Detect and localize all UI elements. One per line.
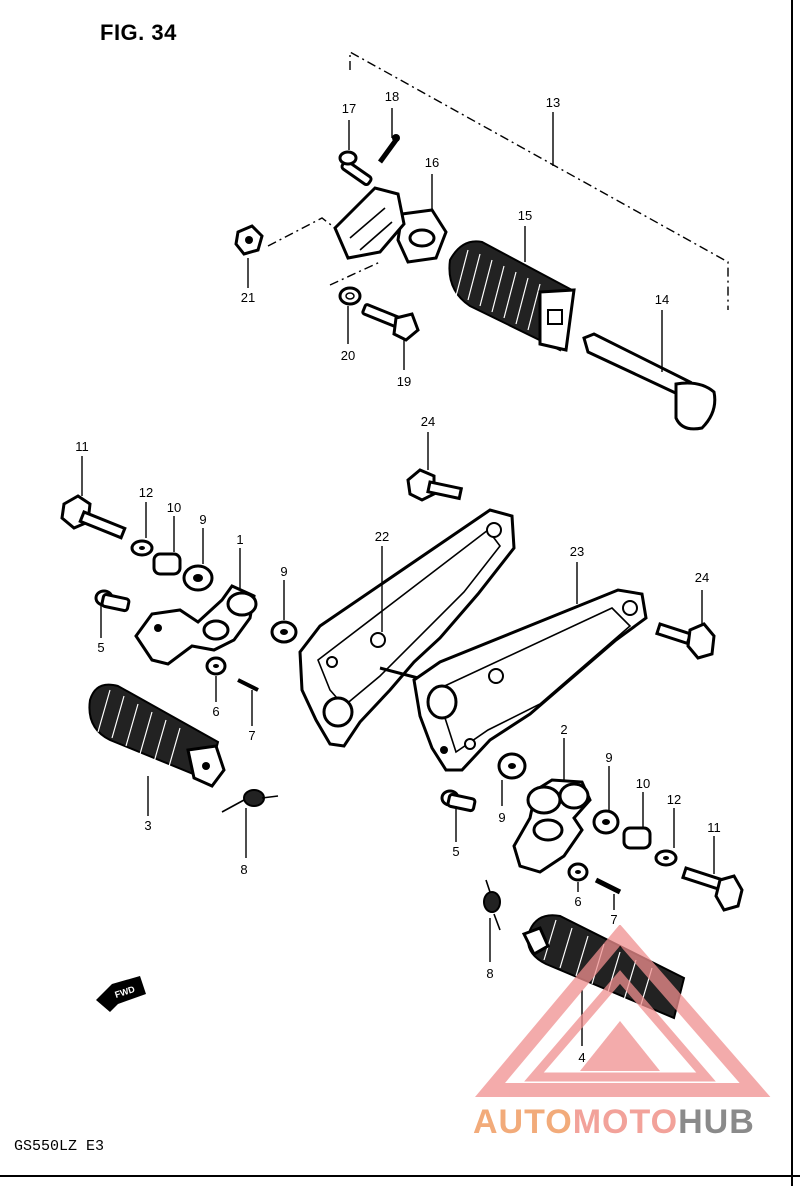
watermark-text: AUTOMOTOHUB bbox=[473, 1103, 755, 1142]
callout-10-right: 10 bbox=[636, 776, 650, 791]
part-20-washer bbox=[338, 286, 362, 306]
callout-9-right-1: 9 bbox=[498, 810, 505, 825]
callout-5-right: 5 bbox=[452, 844, 459, 859]
watermark-moto: MOTO bbox=[572, 1103, 679, 1141]
part-14-footrest-bar bbox=[582, 332, 717, 431]
part-5-pin-left bbox=[94, 589, 131, 613]
part-9-bush-left-2 bbox=[270, 620, 298, 644]
callout-13: 13 bbox=[546, 95, 560, 110]
callout-numbers: 17 18 16 13 15 14 21 20 19 24 22 23 24 1… bbox=[75, 89, 721, 1065]
leader-lines bbox=[81, 108, 715, 1046]
part-7-cotter-pin-right bbox=[594, 877, 622, 895]
callout-14: 14 bbox=[655, 292, 669, 307]
callout-22: 22 bbox=[375, 529, 389, 544]
part-8-spring-right bbox=[483, 879, 501, 931]
callout-9-left-2: 9 bbox=[280, 564, 287, 579]
part-23-frame-bracket-right bbox=[412, 588, 648, 772]
part-22-frame-bracket-left bbox=[298, 508, 516, 748]
part-8-spring-left bbox=[221, 789, 279, 813]
callout-11-right: 11 bbox=[707, 820, 721, 835]
part-1-footrest-bracket bbox=[134, 584, 258, 666]
callout-21: 21 bbox=[241, 290, 255, 305]
callout-3: 3 bbox=[144, 818, 151, 833]
part-11-bolt-right bbox=[681, 866, 744, 912]
callout-1: 1 bbox=[236, 532, 243, 547]
callout-8-right: 8 bbox=[486, 966, 493, 981]
callout-16: 16 bbox=[425, 155, 439, 170]
callout-8-left: 8 bbox=[240, 862, 247, 877]
forward-direction-arrow: FWD bbox=[96, 976, 146, 1012]
callout-4: 4 bbox=[578, 1050, 585, 1065]
callout-9-right-2: 9 bbox=[605, 750, 612, 765]
part-10-collar-right bbox=[622, 826, 652, 850]
callout-5-left: 5 bbox=[97, 640, 104, 655]
callout-23: 23 bbox=[570, 544, 584, 559]
callout-7-right: 7 bbox=[610, 912, 617, 927]
callout-12-left: 12 bbox=[139, 485, 153, 500]
part-3-footrest-rubber-left bbox=[88, 683, 226, 788]
watermark-logo bbox=[474, 925, 771, 1097]
part-16-plate bbox=[396, 208, 448, 264]
part-12-washer-right bbox=[654, 849, 678, 867]
part-24-bolt-right bbox=[655, 622, 716, 660]
callout-19: 19 bbox=[397, 374, 411, 389]
callout-6-right: 6 bbox=[574, 894, 581, 909]
callout-10-left: 10 bbox=[167, 500, 181, 515]
part-15-footrest-rubber bbox=[448, 240, 576, 352]
figure-title: FIG. 34 bbox=[100, 20, 177, 45]
part-21-nut bbox=[234, 224, 264, 256]
callout-11-left: 11 bbox=[75, 439, 89, 454]
part-10-collar-left bbox=[152, 552, 182, 576]
part-2-footrest-bracket-right bbox=[512, 778, 592, 874]
part-13-bracket bbox=[333, 186, 406, 260]
part-5-pin-right bbox=[440, 789, 477, 813]
callout-18: 18 bbox=[385, 89, 399, 104]
callout-17: 17 bbox=[342, 101, 356, 116]
callout-6-left: 6 bbox=[212, 704, 219, 719]
model-code: GS550LZ E3 bbox=[14, 1138, 105, 1155]
part-18-cotter-pin bbox=[377, 134, 400, 164]
callout-15: 15 bbox=[518, 208, 532, 223]
part-24-bolt-upper bbox=[406, 468, 464, 502]
part-17-bolt bbox=[338, 150, 373, 187]
part-19-bolt bbox=[361, 303, 420, 342]
part-9-bush-right-2 bbox=[592, 809, 620, 835]
assembly-13-bracket bbox=[349, 50, 729, 310]
callout-12-right: 12 bbox=[667, 792, 681, 807]
watermark-hub: HUB bbox=[678, 1103, 755, 1141]
part-11-bolt-left bbox=[60, 494, 127, 540]
callout-2: 2 bbox=[560, 722, 567, 737]
part-6-washer-left bbox=[205, 656, 227, 676]
watermark-auto: AUTO bbox=[473, 1103, 573, 1141]
callout-24-upper: 24 bbox=[421, 414, 435, 429]
callout-7-left: 7 bbox=[248, 728, 255, 743]
callout-20: 20 bbox=[341, 348, 355, 363]
callout-9-left-1: 9 bbox=[199, 512, 206, 527]
part-9-bush-right-1 bbox=[497, 752, 527, 780]
part-9-bush-left-1 bbox=[182, 564, 214, 592]
callout-24-right: 24 bbox=[695, 570, 709, 585]
part-7-cotter-pin-left bbox=[237, 678, 259, 692]
part-6-washer-right bbox=[567, 862, 589, 882]
part-12-washer-left bbox=[130, 539, 154, 557]
